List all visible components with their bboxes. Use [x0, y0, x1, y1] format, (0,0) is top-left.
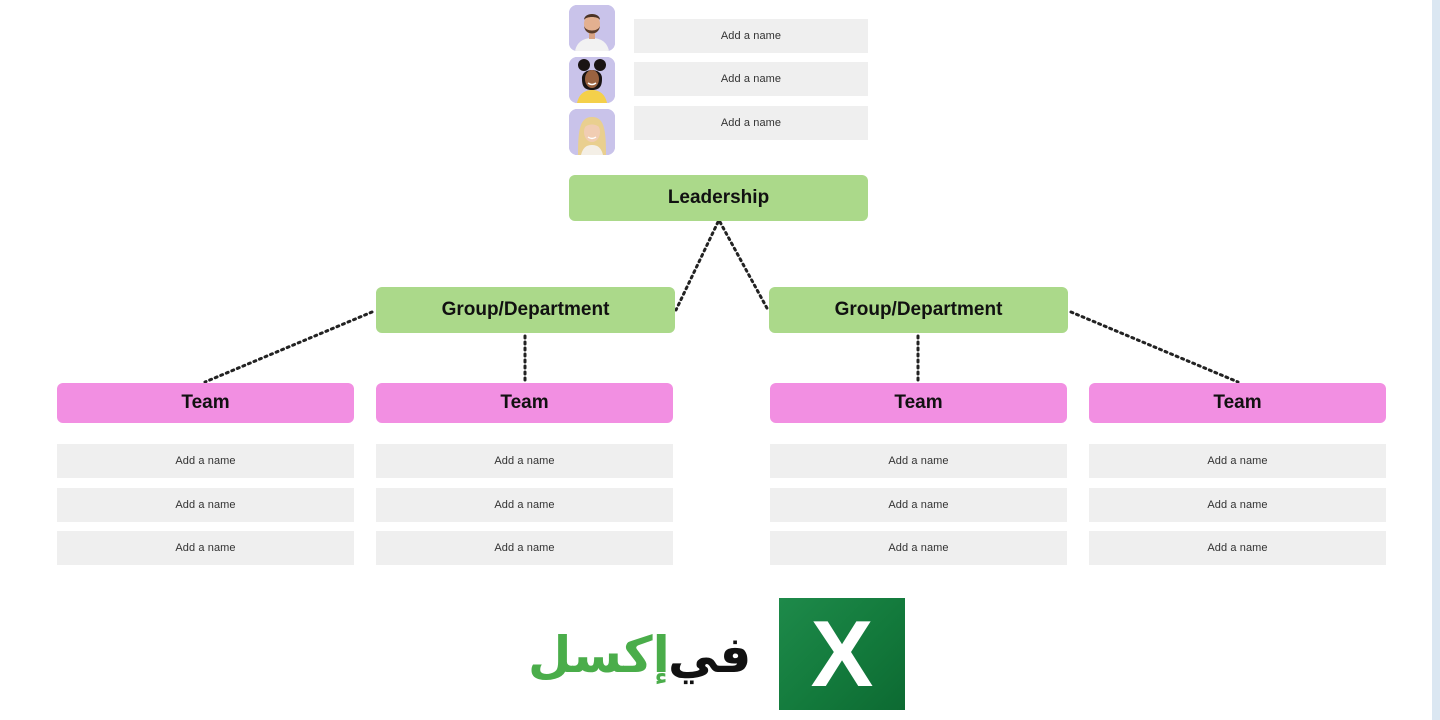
team-node-3[interactable]: Team — [770, 383, 1067, 423]
team-label: Team — [181, 392, 230, 413]
team-3-name-field-1[interactable]: Add a name — [770, 444, 1067, 478]
group-department-node-2[interactable]: Group/Department — [769, 287, 1068, 333]
group-department-node-1[interactable]: Group/Department — [376, 287, 675, 333]
leadership-label: Leadership — [667, 187, 770, 208]
team-4-name-field-2[interactable]: Add a name — [1089, 488, 1386, 522]
leadership-node[interactable]: Leadership — [569, 175, 868, 221]
team-4-name-field-1[interactable]: Add a name — [1089, 444, 1386, 478]
team-label: Team — [1213, 392, 1262, 413]
bearded-man-avatar — [569, 5, 615, 51]
team-node-4[interactable]: Team — [1089, 383, 1386, 423]
team-1-name-field-2[interactable]: Add a name — [57, 488, 354, 522]
team-4-name-field-3[interactable]: Add a name — [1089, 531, 1386, 565]
connector-leadership-group-1 — [674, 220, 720, 312]
team-1-name-field-1[interactable]: Add a name — [57, 444, 354, 478]
connector-leadership-group-2 — [718, 220, 770, 312]
leadership-name-field-2[interactable]: Add a name — [634, 62, 868, 96]
team-2-name-field-1[interactable]: Add a name — [376, 444, 673, 478]
team-3-name-field-2[interactable]: Add a name — [770, 488, 1067, 522]
team-label: Team — [500, 392, 549, 413]
group-label: Group/Department — [834, 299, 1003, 320]
excel-icon: X — [779, 598, 905, 710]
window-edge — [1432, 0, 1440, 720]
team-node-1[interactable]: Team — [57, 383, 354, 423]
team-3-name-field-3[interactable]: Add a name — [770, 531, 1067, 565]
team-1-name-field-3[interactable]: Add a name — [57, 531, 354, 565]
caption-excel-word: إكسل — [528, 626, 670, 684]
leadership-name-field-1[interactable]: Add a name — [634, 19, 868, 53]
team-2-name-field-3[interactable]: Add a name — [376, 531, 673, 565]
woman-blonde-avatar — [569, 109, 615, 155]
team-2-name-field-2[interactable]: Add a name — [376, 488, 673, 522]
connector-group-2-team-4 — [1069, 310, 1240, 384]
excel-logo-letter: X — [810, 601, 874, 706]
group-label: Group/Department — [441, 299, 610, 320]
team-node-2[interactable]: Team — [376, 383, 673, 423]
caption-in-word: في — [668, 626, 752, 684]
woman-dark-hair-avatar — [569, 57, 615, 103]
connector-group-1-team-1 — [203, 310, 374, 384]
team-label: Team — [894, 392, 943, 413]
leadership-name-field-3[interactable]: Add a name — [634, 106, 868, 140]
